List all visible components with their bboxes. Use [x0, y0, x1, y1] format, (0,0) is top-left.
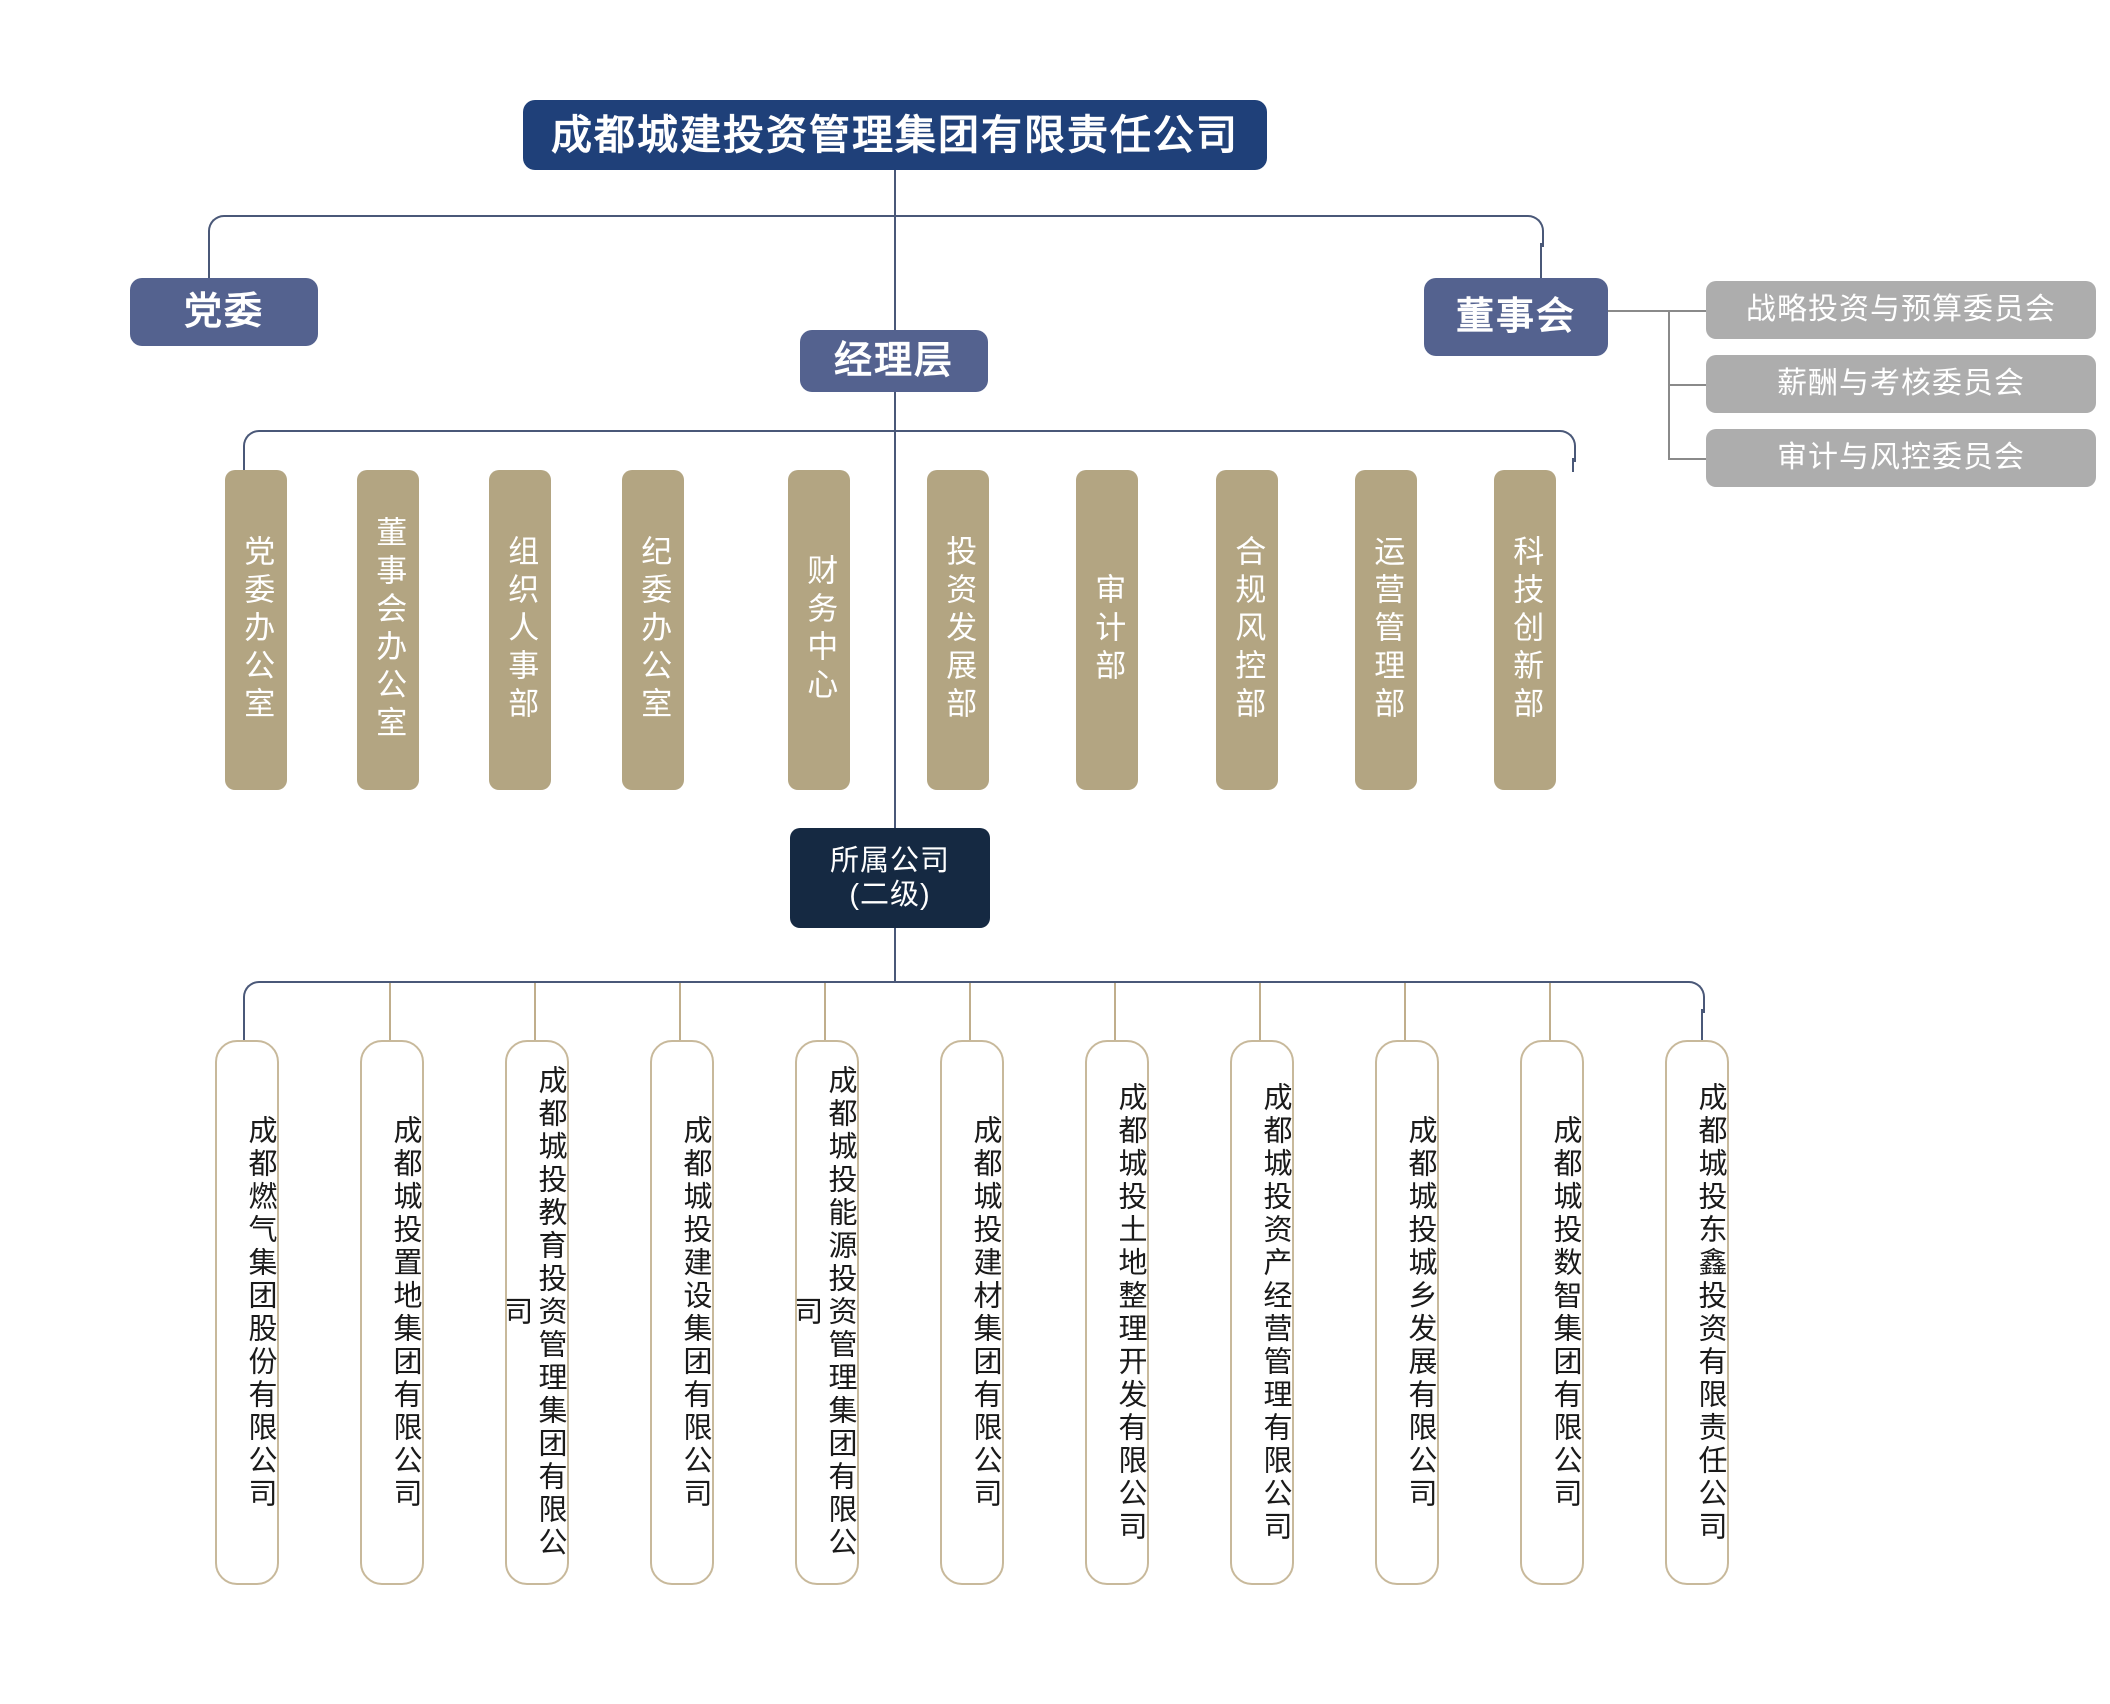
- connector-drop-dept-last: [1572, 458, 1574, 472]
- node-company-chengtou-asset-operation-management[interactable]: 成都城投资产经营管理有限公司: [1230, 1040, 1294, 1585]
- connector-elbow-right-departments: [1544, 430, 1576, 462]
- node-department-operations-management[interactable]: 运营管理部: [1355, 470, 1417, 790]
- node-company-chengtou-urban-rural-development[interactable]: 成都城投城乡发展有限公司: [1375, 1040, 1439, 1585]
- connector-drop-company-10: [1549, 983, 1551, 1049]
- node-company-chengtou-dongxin-investment[interactable]: 成都城投东鑫投资有限责任公司: [1665, 1040, 1729, 1585]
- node-department-party-committee-office[interactable]: 党委办公室: [225, 470, 287, 790]
- connector-elbow-right-level2: [1512, 215, 1544, 247]
- node-company-chengtou-construction-group[interactable]: 成都城投建设集团有限公司: [650, 1040, 714, 1585]
- connector-elbow-left-level2: [208, 215, 240, 247]
- connector-drop-company-2: [389, 983, 391, 1049]
- root-node-group-company[interactable]: 成都城建投资管理集团有限责任公司: [523, 100, 1267, 170]
- node-department-technology-innovation[interactable]: 科技创新部: [1494, 470, 1556, 790]
- node-subsidiary-companies-header[interactable]: 所属公司 (二级): [790, 828, 990, 928]
- connector-bus-departments: [271, 430, 1546, 432]
- connector-board-to-committee-bus: [1608, 310, 1670, 312]
- connector-bus-level2: [236, 215, 1514, 217]
- connector-drop-party: [208, 243, 210, 288]
- node-committee-compensation-assessment[interactable]: 薪酬与考核委员会: [1706, 355, 2096, 413]
- connector-to-committee-3: [1668, 458, 1708, 460]
- node-department-board-office[interactable]: 董事会办公室: [357, 470, 419, 790]
- node-committee-audit-risk-control[interactable]: 审计与风控委员会: [1706, 429, 2096, 487]
- connector-drop-company-8: [1259, 983, 1261, 1049]
- connector-to-committee-1: [1668, 310, 1708, 312]
- connector-management-spine: [894, 392, 896, 832]
- connector-root-spine: [894, 170, 896, 350]
- node-company-chengtou-education-investment-group[interactable]: 成都城投教育投资管理集团有限公司: [500, 1040, 569, 1585]
- connector-drop-company-11: [1701, 1009, 1703, 1049]
- connector-subsidiary-spine: [894, 928, 896, 982]
- node-company-chengtou-energy-investment-group[interactable]: 成都城投能源投资管理集团有限公司: [790, 1040, 859, 1585]
- connector-drop-company-1: [243, 1009, 245, 1049]
- node-department-discipline-office[interactable]: 纪委办公室: [622, 470, 684, 790]
- subsidiary-header-line1: 所属公司: [829, 844, 950, 877]
- connector-elbow-left-departments: [243, 430, 275, 462]
- node-party-committee[interactable]: 党委: [130, 278, 318, 346]
- node-company-chengtou-land-group[interactable]: 成都城投置地集团有限公司: [360, 1040, 424, 1585]
- connector-drop-company-7: [1114, 983, 1116, 1049]
- node-board-of-directors[interactable]: 董事会: [1424, 278, 1608, 356]
- node-department-investment-development[interactable]: 投资发展部: [927, 470, 989, 790]
- connector-to-committee-2: [1668, 384, 1708, 386]
- node-department-compliance-risk-control[interactable]: 合规风控部: [1216, 470, 1278, 790]
- node-company-chengtou-building-materials-group[interactable]: 成都城投建材集团有限公司: [940, 1040, 1004, 1585]
- connector-drop-company-9: [1404, 983, 1406, 1049]
- node-company-chengtou-digital-intelligence-group[interactable]: 成都城投数智集团有限公司: [1520, 1040, 1584, 1585]
- connector-drop-company-5: [824, 983, 826, 1049]
- node-department-audit[interactable]: 审计部: [1076, 470, 1138, 790]
- connector-drop-company-3: [534, 983, 536, 1049]
- connector-drop-company-4: [679, 983, 681, 1049]
- connector-bus-companies: [271, 981, 1675, 983]
- node-department-finance-center[interactable]: 财务中心: [788, 470, 850, 790]
- node-management-level[interactable]: 经理层: [800, 330, 988, 392]
- node-department-organization-hr[interactable]: 组织人事部: [489, 470, 551, 790]
- node-committee-strategic-investment-budget[interactable]: 战略投资与预算委员会: [1706, 281, 2096, 339]
- connector-drop-board: [1540, 243, 1542, 288]
- connector-drop-dept-first: [243, 458, 245, 472]
- connector-elbow-left-companies: [243, 981, 275, 1013]
- connector-elbow-right-companies: [1673, 981, 1705, 1013]
- node-company-chengtou-land-consolidation-development[interactable]: 成都城投土地整理开发有限公司: [1085, 1040, 1149, 1585]
- subsidiary-header-line2: (二级): [849, 879, 931, 911]
- node-company-chengdu-gas-group[interactable]: 成都燃气集团股份有限公司: [215, 1040, 279, 1585]
- connector-drop-company-6: [969, 983, 971, 1049]
